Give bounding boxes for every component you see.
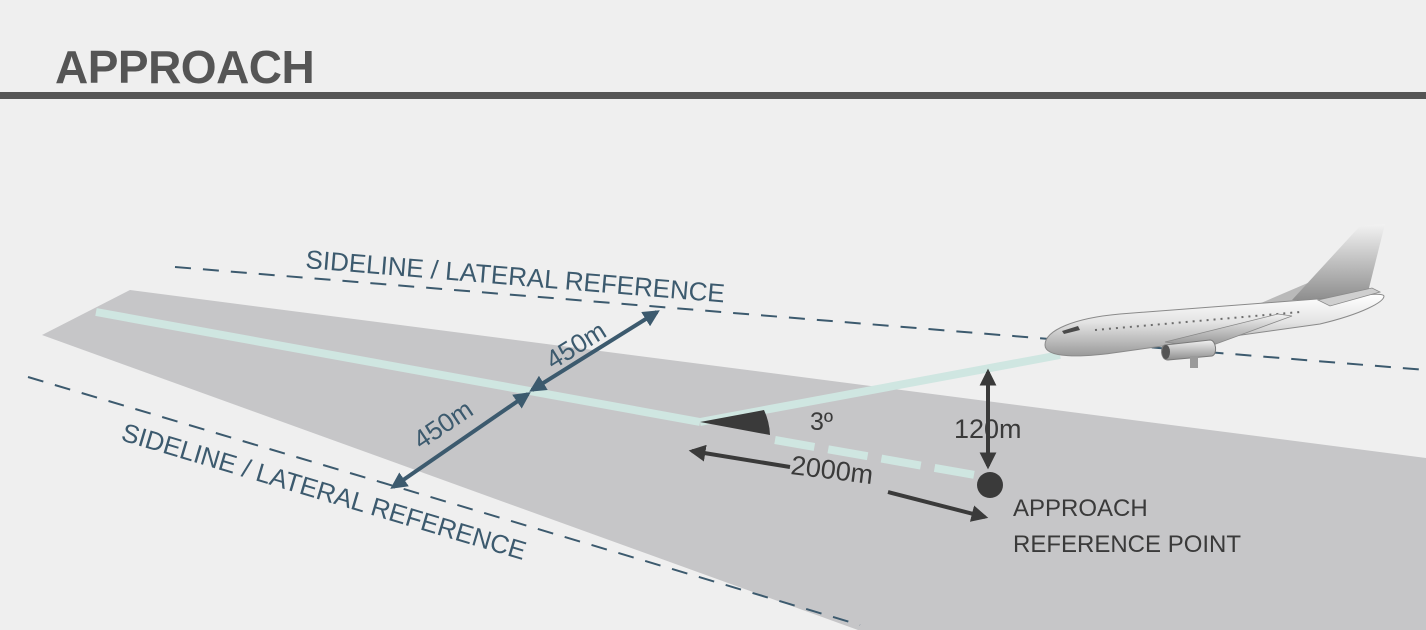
sideline-top-label: SIDELINE / LATERAL REFERENCE <box>305 244 726 308</box>
ground-projection-dashes <box>774 436 976 479</box>
runway-surface <box>42 290 1426 630</box>
title-underline <box>0 92 1426 99</box>
angle-wedge <box>700 410 770 435</box>
height-label: 120m <box>954 414 1022 444</box>
glide-angle-label: 3º <box>810 408 833 436</box>
distance-arrow-right <box>887 490 989 522</box>
reference-point-label-line1: APPROACH <box>1013 495 1148 522</box>
distance-arrow-left <box>688 444 791 469</box>
approach-reference-point <box>977 472 1003 498</box>
lateral-arrow-lower <box>390 392 531 489</box>
lateral-arrow-upper <box>529 310 660 392</box>
sideline-bottom <box>27 376 861 626</box>
runway-centerline <box>95 308 701 426</box>
sideline-top <box>174 266 1426 371</box>
aircraft-illustration <box>1044 224 1385 368</box>
reference-point-label-line2: REFERENCE POINT <box>1013 531 1241 558</box>
page-title: APPROACH <box>55 41 315 93</box>
